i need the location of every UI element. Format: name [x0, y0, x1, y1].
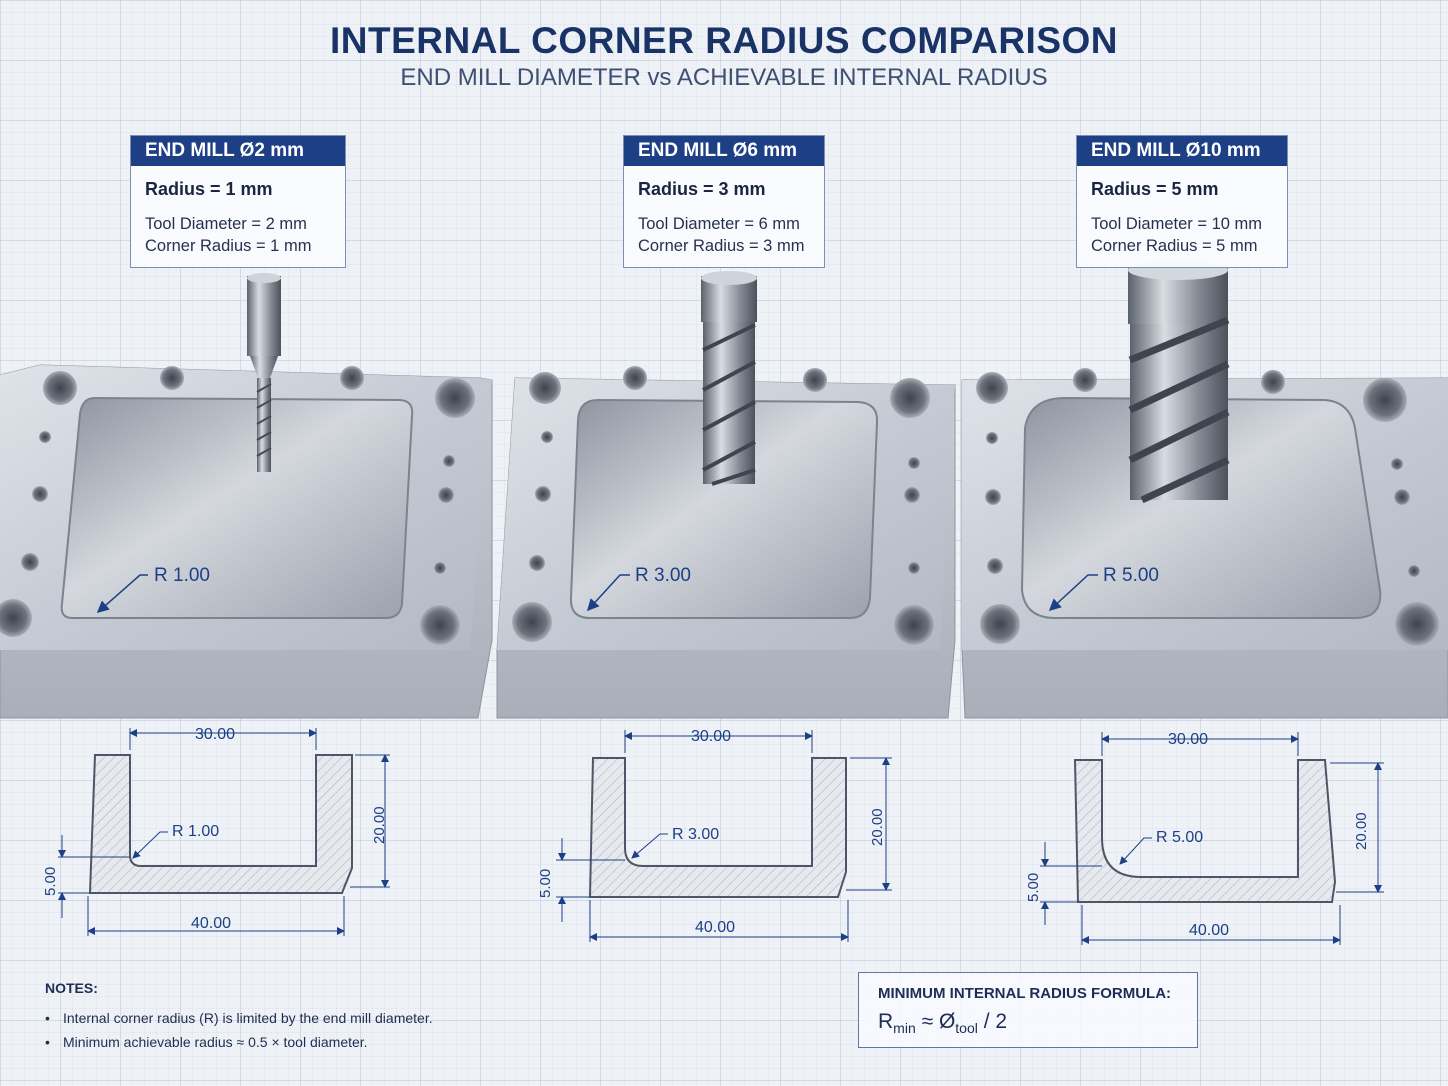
dim-radius-3: R 5.00 [1156, 829, 1203, 846]
radius-text: Radius = 3 mm [638, 179, 766, 199]
corner-radius-text: Corner Radius = 1 mm [145, 237, 312, 255]
dim-radius-1: R 1.00 [172, 823, 219, 840]
notes-title: NOTES: [45, 980, 98, 996]
machined-block-1 [0, 364, 493, 719]
end-mill-label-6mm: END MILL Ø6 mm Radius = 3 mm Tool Diamet… [623, 135, 825, 268]
dim-inner-width-1: 30.00 [195, 726, 235, 743]
dim-width-2: 40.00 [695, 919, 735, 936]
block-radius-callouts [96, 574, 1098, 613]
dim-radius-2: R 3.00 [672, 826, 719, 843]
dim-height-1: 20.00 [371, 806, 388, 844]
formula-d: Ø [938, 1010, 956, 1033]
page-title: INTERNAL CORNER RADIUS COMPARISON [329, 20, 1119, 61]
block-radius-label-3: R 5.00 [1103, 565, 1159, 586]
radius-text: Radius = 5 mm [1091, 179, 1219, 199]
dim-floor-3: 5.00 [1025, 873, 1042, 902]
end-mill-10mm [1128, 260, 1230, 504]
technical-drawing-1 [58, 728, 390, 936]
machined-block-3 [961, 368, 1448, 719]
formula: Rmin ≈ Øtool / 2 [859, 1002, 1197, 1036]
formula-r: R [878, 1010, 894, 1033]
formula-approx: ≈ [921, 1010, 934, 1033]
formula-box: MINIMUM INTERNAL RADIUS FORMULA: Rmin ≈ … [858, 972, 1198, 1048]
radius-text: Radius = 1 mm [145, 179, 273, 199]
end-mill-label-2mm: END MILL Ø2 mm Radius = 1 mm Tool Diamet… [130, 135, 346, 268]
formula-d-sub: tool [955, 1020, 978, 1037]
dim-inner-width-3: 30.00 [1168, 731, 1208, 748]
end-mill-label-10mm: END MILL Ø10 mm Radius = 5 mm Tool Diame… [1076, 135, 1288, 268]
dim-height-2: 20.00 [869, 808, 886, 846]
tool-diameter-text: Tool Diameter = 2 mm [145, 215, 307, 233]
tool-diameter-text: Tool Diameter = 6 mm [638, 215, 800, 233]
dim-floor-1: 5.00 [42, 867, 59, 896]
dim-inner-width-2: 30.00 [691, 728, 731, 745]
tool-diameter-text: Tool Diameter = 10 mm [1091, 215, 1263, 233]
technical-drawing-2 [556, 730, 892, 942]
technical-drawing-3 [1040, 732, 1384, 945]
formula-tail: / 2 [983, 1010, 1008, 1033]
end-mill-header: END MILL Ø10 mm [1077, 136, 1287, 166]
dim-width-3: 40.00 [1189, 922, 1229, 939]
corner-radius-text: Corner Radius = 5 mm [1091, 237, 1258, 255]
end-mill-6mm [701, 271, 757, 486]
note-item: Minimum achievable radius ≈ 0.5 × tool d… [45, 1034, 433, 1050]
formula-title: MINIMUM INTERNAL RADIUS FORMULA: [878, 985, 1172, 1002]
block-radius-label-2: R 3.00 [635, 565, 691, 586]
end-mill-header: END MILL Ø6 mm [624, 136, 824, 166]
end-mill-header: END MILL Ø2 mm [131, 136, 345, 166]
notes-section: NOTES: Internal corner radius (R) is lim… [45, 980, 433, 1058]
dim-floor-2: 5.00 [537, 869, 554, 898]
formula-r-sub: min [893, 1020, 916, 1037]
block-radius-label-1: R 1.00 [154, 565, 210, 586]
end-mill-2mm [247, 273, 281, 472]
page-subtitle: END MILL DIAMETER vs ACHIEVABLE INTERNAL… [400, 64, 1048, 91]
dim-height-3: 20.00 [1353, 812, 1370, 850]
dim-width-1: 40.00 [191, 915, 231, 932]
corner-radius-text: Corner Radius = 3 mm [638, 237, 805, 255]
machined-block-2 [496, 366, 956, 719]
note-item: Internal corner radius (R) is limited by… [45, 1010, 433, 1026]
